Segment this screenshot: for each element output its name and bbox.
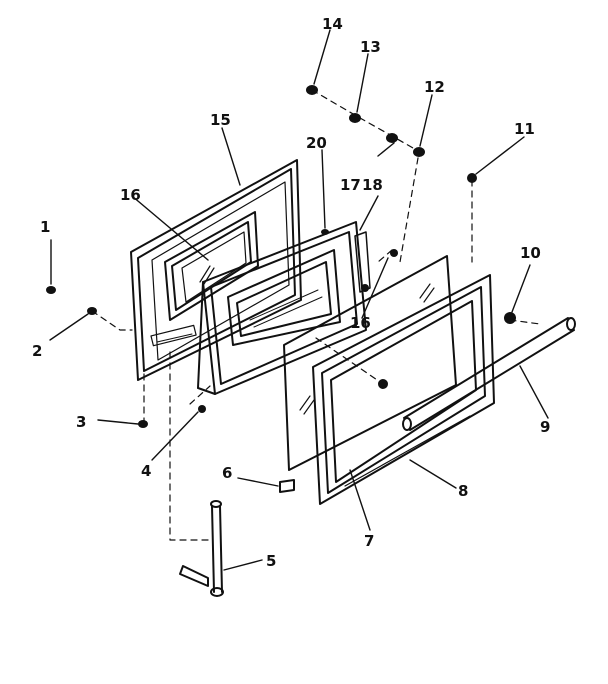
callout-6: 6 [222, 464, 232, 482]
callout-4: 4 [141, 462, 151, 480]
callout-15: 15 [210, 111, 231, 129]
screw-10 [504, 312, 516, 324]
callout-12: 12 [424, 78, 445, 96]
callout-3: 3 [76, 413, 86, 431]
outer-door-frame [312, 274, 495, 505]
hardware-screws [46, 85, 516, 428]
callout-11: 11 [514, 120, 535, 138]
callout-7: 7 [364, 532, 374, 550]
screw-1 [46, 286, 56, 294]
nut-14 [306, 85, 318, 95]
callout-5: 5 [266, 552, 276, 570]
screw-18-top [390, 249, 398, 257]
callout-18: 18 [362, 176, 383, 194]
screw-16b [361, 284, 369, 292]
callout-16b: 16 [350, 314, 371, 332]
callout-10: 10 [520, 244, 541, 262]
screw-on-glass [378, 379, 388, 389]
hinge-arm [179, 500, 224, 597]
outer-glass-pane [283, 255, 457, 471]
screw-2 [87, 307, 97, 315]
inner-door-liner [130, 159, 302, 381]
screw-20-top [321, 229, 329, 235]
callout-labels: 1 2 3 4 5 6 7 8 9 10 11 12 13 14 15 16 1… [32, 15, 550, 570]
nut-13 [349, 113, 361, 123]
screw-4 [198, 405, 206, 413]
callout-9: 9 [540, 418, 550, 436]
callout-1: 1 [40, 218, 50, 236]
door-handle-bar [402, 317, 576, 431]
alignment-lines [91, 89, 541, 541]
screw-3 [138, 420, 148, 428]
side-bracket-clip [354, 231, 371, 293]
callout-16a: 16 [120, 186, 141, 204]
callout-8: 8 [458, 482, 468, 500]
screw-11 [467, 173, 477, 183]
small-clip [279, 479, 295, 493]
nut-17 [386, 133, 398, 143]
callout-14: 14 [322, 15, 343, 33]
leader-lines [49, 29, 549, 571]
callout-2: 2 [32, 342, 42, 360]
callout-13: 13 [360, 38, 381, 56]
middle-door-panel [197, 221, 367, 395]
nut-12 [413, 147, 425, 157]
callout-20: 20 [306, 134, 327, 152]
callout-17: 17 [340, 176, 361, 194]
